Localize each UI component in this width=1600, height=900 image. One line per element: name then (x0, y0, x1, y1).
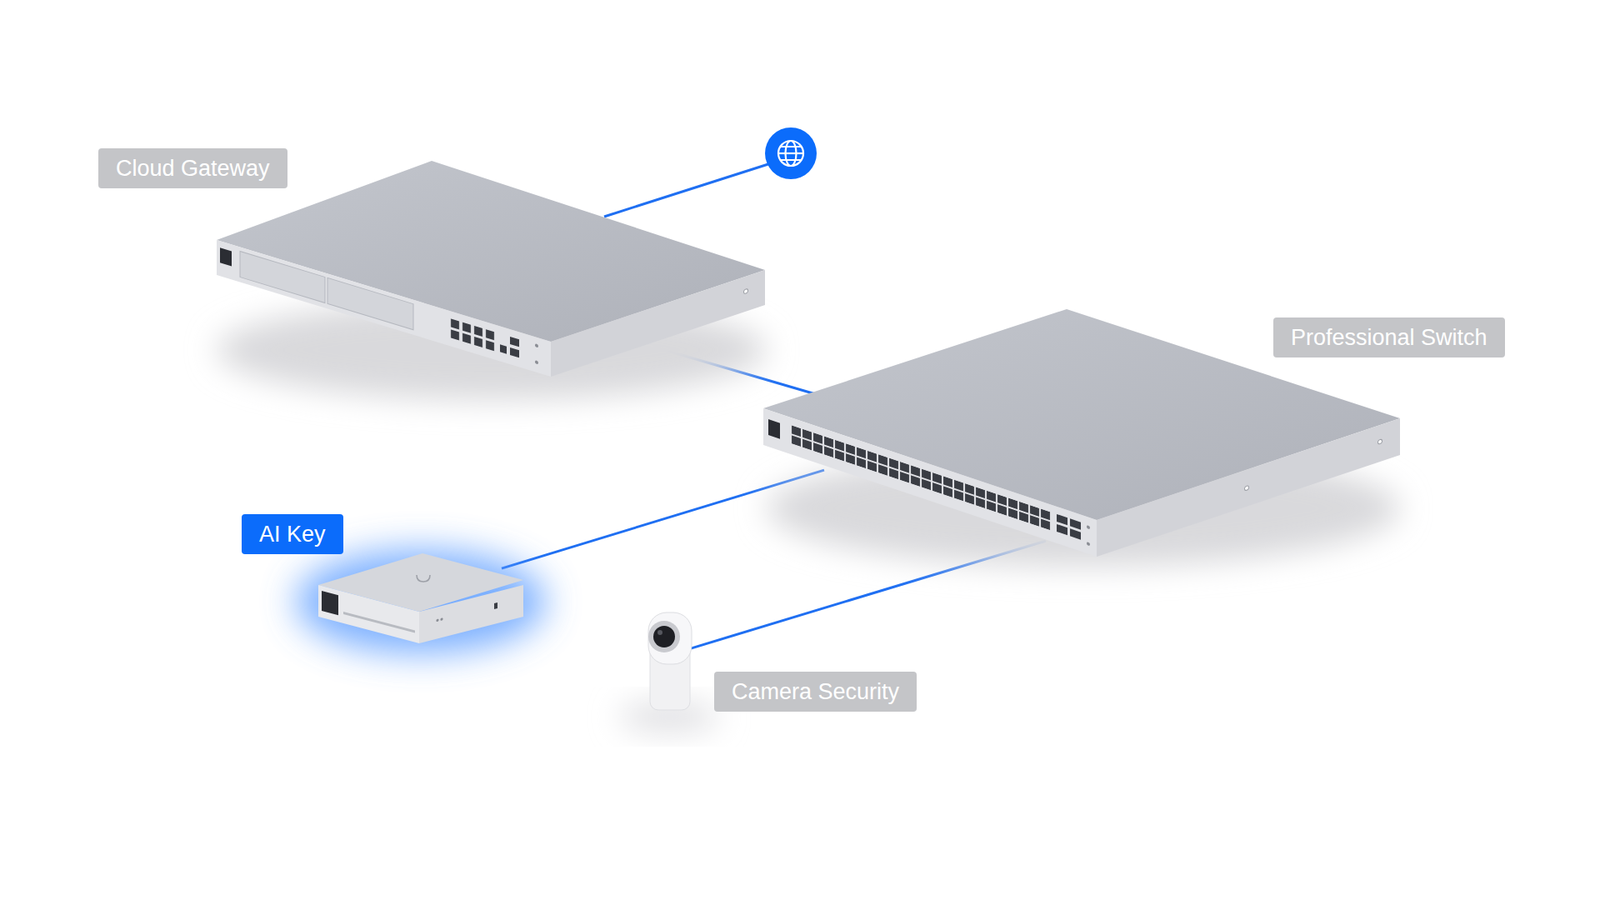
side-panel (550, 270, 765, 377)
gateway-device (216, 160, 765, 377)
lens-highlight (657, 630, 663, 635)
sfp-port (1056, 524, 1068, 535)
logo (416, 575, 430, 582)
globe-circle (765, 127, 817, 180)
device-side (419, 585, 524, 644)
power-button (220, 247, 232, 266)
screw (1086, 525, 1090, 530)
ethernet-ports (790, 425, 1051, 531)
screw (535, 343, 539, 348)
device-side (550, 270, 765, 377)
sfp-port (510, 347, 520, 358)
device-label: Cloud Gateway (98, 148, 288, 189)
device-label: Camera Security (714, 671, 917, 712)
globe-parallel (780, 159, 801, 161)
internet-link (604, 163, 771, 217)
globe-parallel (780, 145, 801, 148)
display (321, 590, 339, 615)
internet-globe (765, 127, 817, 180)
sfp-port (510, 336, 520, 347)
glow (295, 550, 546, 654)
device-label: Professional Switch (1273, 317, 1505, 358)
front-panel (216, 240, 551, 377)
screw (1378, 439, 1383, 445)
sfp-port (1070, 518, 1081, 530)
device-node: Cloud Gateway (250, 208, 654, 347)
camera-lens-ring (648, 620, 680, 653)
device-front (216, 240, 551, 377)
device-node: Professional Switch (824, 333, 1220, 541)
globe-outline (778, 140, 804, 166)
device-side (1096, 418, 1400, 557)
drive-bay (240, 251, 325, 304)
device-front (318, 585, 420, 644)
indicator (440, 617, 443, 621)
indicator (435, 618, 439, 622)
front-panel (318, 585, 420, 644)
camera-lens (653, 625, 675, 648)
screw (1245, 485, 1250, 491)
device-node: Camera Security (648, 612, 691, 711)
drive-bay (327, 277, 414, 330)
usb-port (494, 602, 498, 610)
ethernet-port (500, 344, 507, 354)
device-node: AI Key (316, 550, 502, 644)
device-front (763, 408, 1097, 557)
camera-head (648, 612, 692, 665)
camera-device (648, 612, 692, 710)
screw (535, 360, 539, 365)
ai-key-device (318, 553, 524, 644)
front-panel (763, 408, 1097, 557)
screw (744, 288, 749, 295)
ethernet-ports (449, 317, 496, 354)
globe-equator (778, 152, 804, 155)
sfp-port (1056, 514, 1068, 525)
sfp-port (1070, 528, 1081, 540)
side-panel (419, 585, 524, 644)
screw (1086, 541, 1090, 546)
device-label: AI Key (241, 514, 344, 555)
side-panel (1096, 418, 1400, 557)
power-button (768, 419, 780, 440)
slot (343, 611, 415, 634)
